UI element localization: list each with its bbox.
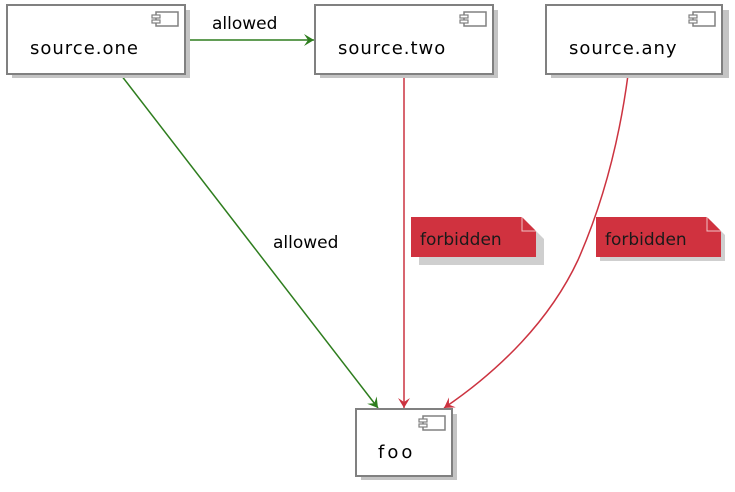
component-label: source.any (569, 38, 678, 59)
component-label: source.one (30, 38, 139, 59)
edge-label-allowed: allowed (212, 14, 277, 34)
component-icon (459, 11, 487, 27)
note-fold (521, 217, 536, 232)
component-icon (418, 415, 446, 431)
edge-line-allowed (120, 74, 379, 409)
note-shape (411, 217, 536, 257)
note-forbidden-source-two: forbidden (411, 217, 544, 265)
component-label: source.two (338, 38, 446, 59)
edge-line-forbidden (443, 74, 629, 409)
component-icon (151, 11, 179, 27)
note-fold (706, 217, 721, 232)
component-source-one[interactable]: source.one (6, 4, 190, 78)
edge-source-one-to-source-two: allowed (186, 14, 314, 46)
component-source-any[interactable]: source.any (545, 4, 729, 78)
edge-label-allowed: allowed (273, 233, 338, 253)
note-label-forbidden: forbidden (605, 230, 687, 250)
note-shape (596, 217, 721, 257)
component-label: foo (378, 442, 415, 463)
edge-source-any-to-foo (443, 74, 629, 409)
component-icon (688, 11, 716, 27)
component-source-two[interactable]: source.two (314, 4, 498, 78)
note-forbidden-source-any: forbidden (596, 217, 725, 261)
edge-source-one-to-foo: allowed (120, 74, 379, 409)
component-foo[interactable]: foo (355, 408, 457, 480)
note-label-forbidden: forbidden (420, 230, 502, 250)
